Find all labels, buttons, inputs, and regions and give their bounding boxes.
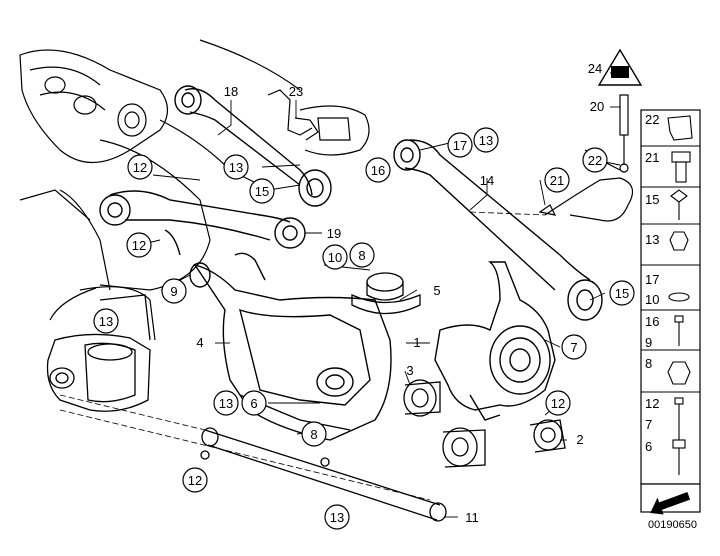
callout-2: 2 [576,432,583,447]
callout-17: 17 [453,138,467,153]
mount-bracket-icon [667,115,693,141]
callout-circle [349,242,375,268]
callout-circle [127,154,153,180]
bushing-2 [529,419,566,453]
callouts [93,127,635,530]
callout-circle [324,504,350,530]
callout-23: 23 [289,84,303,99]
callout-21: 21 [550,173,564,188]
callout-24: 24 [588,61,602,76]
callout-12: 12 [132,238,146,253]
callout-circle [213,390,239,416]
legend-17: 17 [645,272,659,287]
callout-13: 13 [330,510,344,525]
callout-circle [322,244,348,270]
callout-13: 13 [229,160,243,175]
direction-arrow-icon [650,492,691,515]
callout-14: 14 [480,173,494,188]
callout-10: 10 [328,250,342,265]
wishbone-4 [189,252,392,441]
callout-12: 12 [133,160,147,175]
callout-5: 5 [433,283,440,298]
legend-21: 21 [645,150,659,165]
callout-11: 11 [465,510,479,525]
callout-1: 1 [413,335,420,350]
legend-22: 22 [645,112,659,127]
upper-control-arm-18 [174,85,332,207]
callout-circle [223,154,249,180]
callout-8: 8 [310,427,317,442]
callout-circle [582,147,608,173]
warning-triangle-icon [597,48,643,86]
wheel-carrier-1 [434,261,556,421]
callout-15: 15 [615,286,629,301]
tie-link-11 [200,427,447,522]
hex-bolt-icon [670,189,688,220]
legend-7: 7 [645,417,652,432]
callout-circle [473,127,499,153]
bushing-3 [403,379,441,417]
callout-circle [241,390,267,416]
callout-3: 3 [406,363,413,378]
legend-10: 10 [645,292,659,307]
lock-nut-icon [667,361,691,385]
callout-circle [447,132,473,158]
callout-19: 19 [327,226,341,241]
callout-6: 6 [250,396,257,411]
callout-circle [544,167,570,193]
callout-16: 16 [371,163,385,178]
callout-13: 13 [99,314,113,329]
callout-circle [93,308,119,334]
callout-13: 13 [219,396,233,411]
legend-8: 8 [645,356,652,371]
callout-circle [561,334,587,360]
callout-13: 13 [479,133,493,148]
callout-labels: 12 13 15 16 17 13 21 22 12 10 8 9 13 15 … [99,61,629,525]
long-bolt-icon [674,315,684,346]
bushing-12-lower [442,427,486,468]
callout-20: 20 [590,99,604,114]
control-arm-19 [99,190,306,256]
legend-13: 13 [645,232,659,247]
hex-nut-icon [669,231,689,251]
rear-subframe [19,39,301,341]
legend-15: 15 [645,192,659,207]
callout-circle [249,178,275,204]
callout-8: 8 [358,248,365,263]
legend-16: 16 [645,314,659,329]
legend-9: 9 [645,335,652,350]
callout-18: 18 [224,84,238,99]
spring-pad-5 [351,272,421,315]
sleeve-bolt-icon [671,151,691,183]
legend-12: 12 [645,396,659,411]
legend-6: 6 [645,439,652,454]
dashed-guides [59,211,546,501]
callout-circle [161,278,187,304]
callout-4: 4 [196,335,203,350]
callout-22: 22 [588,153,602,168]
callout-circle [365,157,391,183]
parts-legend: 22 21 15 13 17 10 16 9 8 12 7 6 [640,109,701,531]
callout-circle [301,421,327,447]
bracket-23 [267,89,319,141]
callout-circle [182,467,208,493]
callout-circle [609,280,635,306]
callout-9: 9 [170,284,177,299]
spring-seat [299,105,370,156]
washer-icon [668,292,690,302]
reference-code: 00190650 [648,519,697,531]
flange-bolt-icon [672,397,686,475]
trailing-arm-14 [393,139,603,321]
callout-7: 7 [570,340,577,355]
callout-12: 12 [188,473,202,488]
callout-circle [545,390,571,416]
callout-circle [126,232,152,258]
subframe-mount [46,294,151,412]
callout-12: 12 [551,396,565,411]
callout-15: 15 [255,184,269,199]
